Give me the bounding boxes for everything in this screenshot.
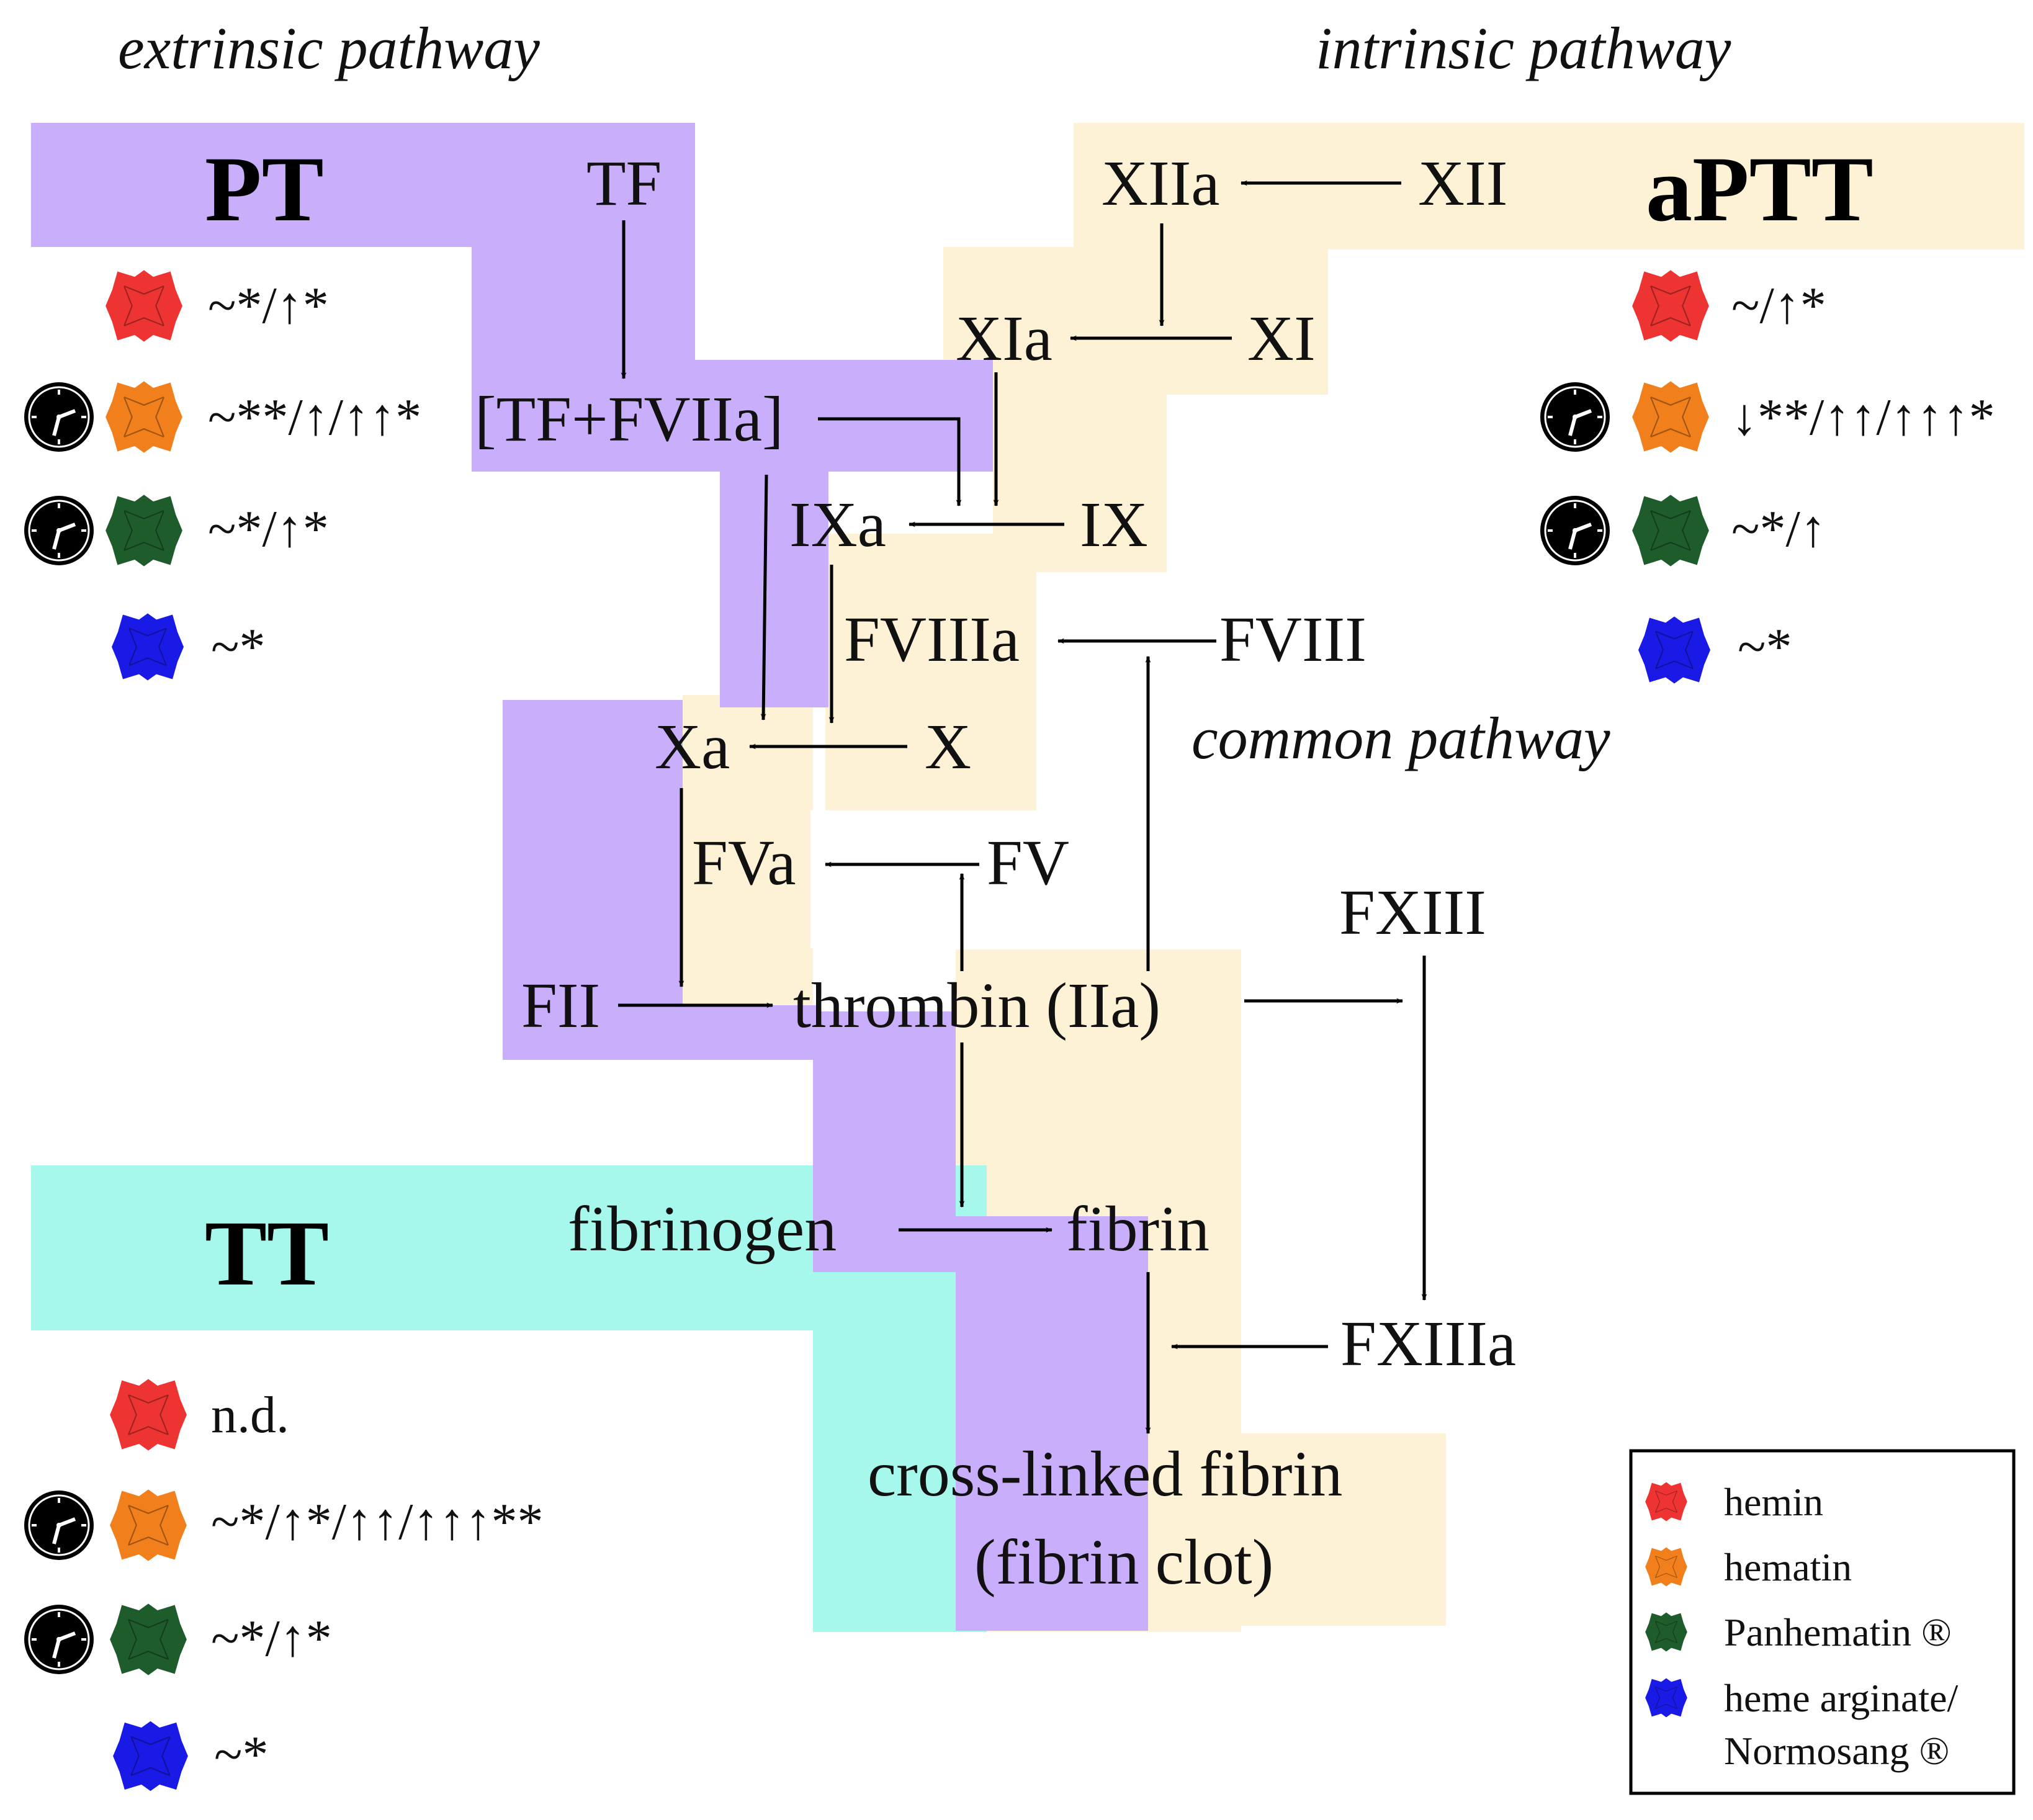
tt-result-hemin: n.d. [211,1386,289,1444]
hemin-heme-icon [1645,1481,1688,1522]
panhematin-heme-icon [1645,1612,1688,1652]
legend-label-panhematin: Panhematin ® [1724,1610,1952,1654]
node-tf-fviia: [TF+FVIIa] [475,383,784,455]
node-fii: FII [521,970,600,1041]
extrinsic-region [31,123,1148,1631]
hemin-heme-icon [109,1378,187,1451]
clock-icon [1540,382,1610,452]
heme-arginate-heme-icon [110,612,185,681]
common-white-gap [810,810,1241,948]
node-fva: FVa [692,827,796,899]
node-xiia: XIIa [1102,148,1220,219]
arrow-tf-fviia-to-ix [818,417,962,507]
panhematin-heme-icon [109,1603,187,1676]
clock-icon [24,382,94,452]
aptt-result-panhematin: ~*/↑ [1731,500,1826,558]
node-fxiii: FXIII [1339,877,1486,948]
heme-arginate-heme-icon [1637,616,1712,684]
tt-result-panhematin: ~*/↑* [211,1610,332,1667]
clock-icon [24,1491,94,1560]
legend-label-normosang: Normosang ® [1724,1729,1949,1773]
node-fviii: FVIII [1219,604,1367,675]
node-fv: FV [987,827,1069,899]
node-fxiiia: FXIIIa [1340,1308,1516,1379]
aptt-label: aPTT [1646,138,1874,241]
node-fviiia: FVIIIa [844,604,1020,675]
pt-result-hematin: ~**/↑/↑↑* [208,388,421,446]
node-thrombin: thrombin (IIa) [793,970,1160,1041]
panhematin-heme-icon [105,494,183,567]
hematin-heme-icon [109,1489,187,1562]
common-pathway-title: common pathway [1192,705,1610,771]
arrow-tf-fviia-to-x [760,474,768,721]
hemin-heme-icon [1631,269,1710,343]
node-ix: IX [1080,489,1148,560]
node-ixa: IXa [789,489,886,560]
node-crosslinked-fibrin: cross-linked fibrin [868,1438,1342,1510]
node-fibrin-clot: (fibrin clot) [974,1526,1273,1598]
node-tf: TF [586,148,662,219]
node-xi: XI [1247,303,1316,374]
legend-box [1629,1449,2016,1795]
clock-icon [24,496,94,565]
tt-result-heme-arginate: ~* [214,1726,268,1783]
tt-results: n.d. ~*/↑*/↑↑/↑↑↑** ~*/↑* ~* [24,1378,543,1792]
pt-result-hemin: ~*/↑* [208,277,329,334]
intrinsic-pathway-title: intrinsic pathway [1316,15,1731,81]
node-x: X [925,711,971,782]
pt-result-heme-arginate: ~* [211,618,265,676]
hemin-heme-icon [105,269,183,343]
legend-label-hemin: hemin [1724,1480,1823,1524]
aptt-result-heme-arginate: ~* [1738,618,1792,676]
clock-icon [1540,496,1610,565]
aptt-results: ~/↑* ↓**/↑↑/↑↑↑* ~*/↑ ~* [1540,269,1995,684]
tt-label: TT [205,1202,329,1305]
pt-label: PT [205,138,324,241]
legend: hemin hematin Panhematin ® heme arginate… [1629,1449,2016,1795]
heme-arginate-heme-icon [1645,1677,1688,1718]
pt-result-panhematin: ~*/↑* [208,500,329,558]
legend-label-heme-arginate: heme arginate/ [1724,1676,1959,1720]
node-xa: Xa [655,711,730,782]
extrinsic-pathway-title: extrinsic pathway [118,15,540,81]
panhematin-heme-icon [1631,494,1710,567]
node-fibrinogen: fibrinogen [568,1193,837,1265]
hematin-heme-icon [1631,380,1710,454]
tt-result-hematin: ~*/↑*/↑↑/↑↑↑** [211,1493,543,1551]
heme-arginate-heme-icon [112,1720,189,1792]
node-xia: XIa [956,303,1052,374]
legend-label-hematin: hematin [1724,1545,1852,1589]
node-xii: XII [1418,148,1507,219]
aptt-result-hemin: ~/↑* [1731,277,1826,334]
pt-results: ~*/↑* ~**/↑/↑↑* ~*/↑* ~* [24,269,421,681]
cascade-arrows [618,180,1427,1435]
clock-icon [24,1605,94,1674]
node-fibrin: fibrin [1066,1193,1209,1265]
hematin-heme-icon [1645,1546,1688,1587]
aptt-result-hematin: ↓**/↑↑/↑↑↑* [1731,388,1995,446]
hematin-heme-icon [105,380,183,454]
